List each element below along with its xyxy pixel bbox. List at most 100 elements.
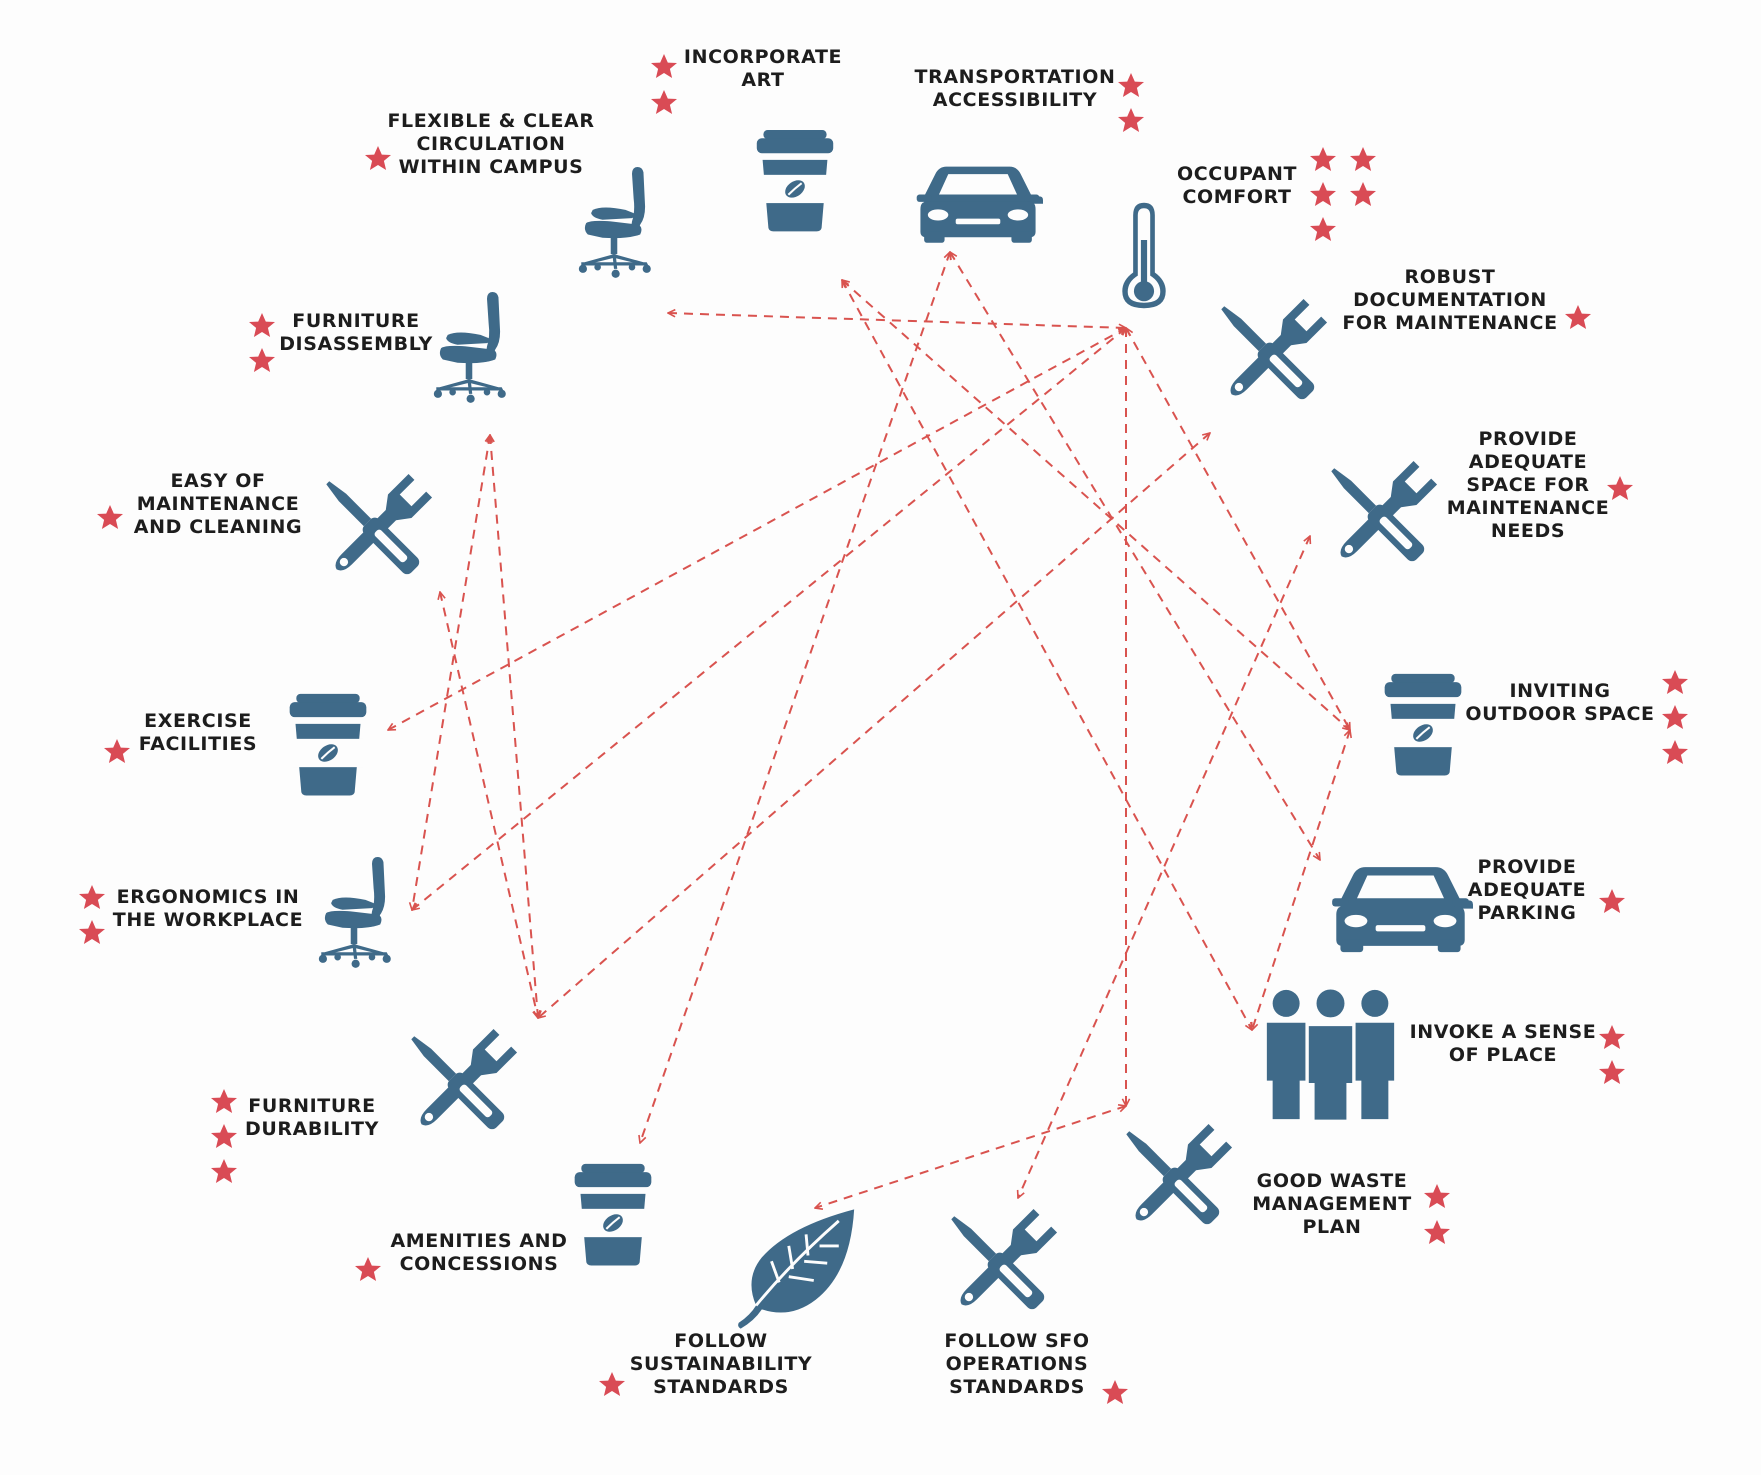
thermometer-icon <box>1122 202 1166 309</box>
connector-flexible-circulation-to-occupant-comfort <box>668 313 1126 328</box>
star-icon <box>97 505 123 529</box>
node-label-line: AMENITIES AND <box>390 1230 567 1252</box>
star-icon <box>1662 705 1688 729</box>
node-label-line: MANAGEMENT <box>1252 1193 1412 1215</box>
node-label-line: COMFORT <box>1182 186 1291 208</box>
tools-icon <box>405 1028 518 1137</box>
tools-icon <box>1120 1123 1233 1232</box>
tools-icon <box>1325 460 1438 569</box>
node-label-line: ERGONOMICS IN <box>117 886 300 908</box>
node-label-line: DISASSEMBLY <box>279 333 433 355</box>
star-icon <box>1350 147 1376 171</box>
connector-transportation-accessibility-to-amenities <box>640 252 950 1143</box>
node-label-line: CIRCULATION <box>416 133 565 155</box>
node-label-line: SPACE FOR <box>1466 474 1589 496</box>
node-label-line: STANDARDS <box>653 1376 789 1398</box>
tools-icon <box>945 1208 1058 1317</box>
star-icon <box>1310 217 1336 241</box>
connector-maintenance-space-to-sfo-operations <box>1018 536 1310 1198</box>
star-icon <box>249 348 275 372</box>
node-label-line: DOCUMENTATION <box>1353 289 1547 311</box>
connections <box>388 252 1350 1208</box>
coffee-cup-icon <box>755 128 835 233</box>
star-icon <box>1350 182 1376 206</box>
node-label-line: FACILITIES <box>139 733 257 755</box>
star-icon <box>1599 1060 1625 1084</box>
node-label-line: ART <box>741 69 784 91</box>
leaf-icon <box>736 1207 856 1331</box>
people-icon <box>1265 988 1396 1123</box>
node-label-line: DURABILITY <box>245 1118 379 1140</box>
star-icon <box>1607 476 1633 500</box>
office-chair-icon <box>433 292 506 403</box>
node-label-line: FOR MAINTENANCE <box>1342 312 1557 334</box>
star-icon <box>1424 1184 1450 1208</box>
star-icon <box>1310 147 1336 171</box>
node-label-line: INVOKE A SENSE <box>1410 1021 1597 1043</box>
star-icon <box>1424 1220 1450 1244</box>
node-label-line: AND CLEANING <box>134 516 302 538</box>
node-label-line: ACCESSIBILITY <box>933 89 1097 111</box>
connector-ergonomics-to-occupant-comfort <box>412 328 1126 910</box>
star-icon <box>355 1257 381 1281</box>
star-icon <box>79 885 105 909</box>
star-icon <box>1565 305 1591 329</box>
star-icon <box>1102 1380 1128 1404</box>
coffee-cup-icon <box>573 1162 653 1267</box>
node-label-line: FLEXIBLE & CLEAR <box>387 110 594 132</box>
node-label-line: THE WORKPLACE <box>113 909 303 931</box>
node-label-line: STANDARDS <box>949 1376 1085 1398</box>
star-icon <box>651 54 677 78</box>
star-icon <box>1662 670 1688 694</box>
node-label-line: TRANSPORTATION <box>915 66 1116 88</box>
star-icon <box>1662 740 1688 764</box>
star-icon <box>365 146 391 170</box>
node-label-line: ROBUST <box>1405 266 1496 288</box>
node-label-line: WITHIN CAMPUS <box>399 156 584 178</box>
connector-robust-documentation-to-furniture-durability <box>538 433 1210 1018</box>
coffee-cup-icon <box>1383 672 1463 777</box>
node-label-line: GOOD WASTE <box>1257 1170 1408 1192</box>
node-label-line: OPERATIONS <box>946 1353 1089 1375</box>
star-icon <box>211 1089 237 1113</box>
node-label-line: SUSTAINABILITY <box>630 1353 813 1375</box>
node-label-line: NEEDS <box>1491 520 1565 542</box>
connector-easy-maintenance-to-furniture-durability <box>440 592 538 1018</box>
node-label-line: FOLLOW SFO <box>944 1330 1089 1352</box>
node-label-line: MAINTENANCE <box>1447 497 1610 519</box>
star-icon <box>1310 182 1336 206</box>
node-label-line: CONCESSIONS <box>400 1253 559 1275</box>
node-label-line: MAINTENANCE <box>137 493 300 515</box>
star-icon <box>1599 1025 1625 1049</box>
car-icon <box>1332 867 1473 953</box>
star-icon <box>1118 73 1144 97</box>
node-label-line: OCCUPANT <box>1177 163 1297 185</box>
